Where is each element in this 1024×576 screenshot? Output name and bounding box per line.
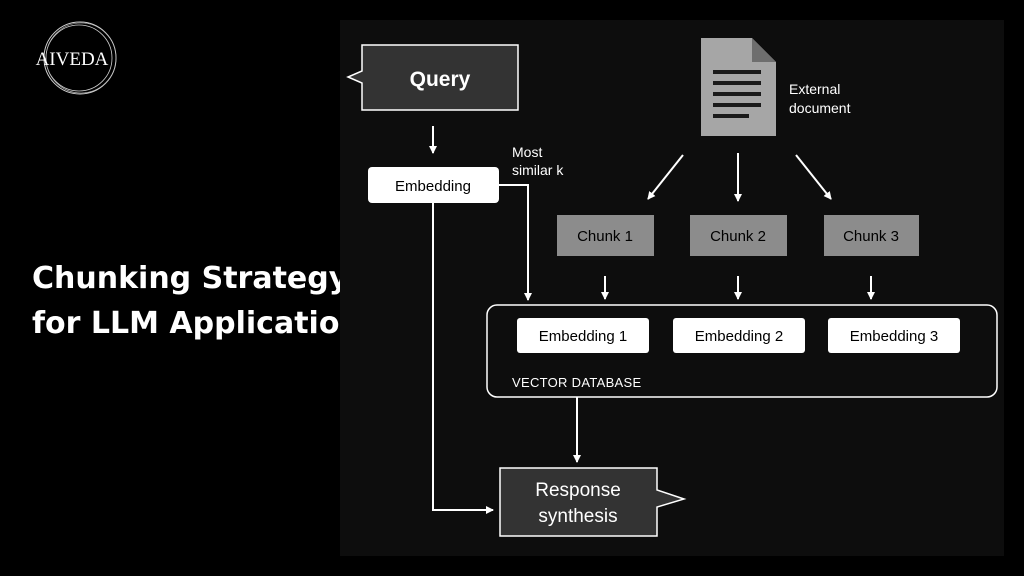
- arrow-doc-to-chunk-3: [795, 154, 832, 200]
- vector-database-label: VECTOR DATABASE: [512, 375, 642, 390]
- external-document-label-line-2: document: [789, 100, 851, 116]
- response-label-line-1: Response: [535, 480, 621, 501]
- chunk-2-box: Chunk 2: [690, 215, 787, 256]
- page-title: Chunking Strategy for LLM Application: [32, 256, 361, 346]
- query-embedding-box: Embedding: [368, 167, 499, 203]
- external-document-label-line-1: External: [789, 81, 840, 97]
- aiveda-logo: AIVEDA: [36, 21, 117, 95]
- chunk-3-box: Chunk 3: [824, 215, 919, 256]
- rag-diagram: Query Embedding Most similar k External …: [340, 20, 1004, 556]
- page-title-line-2: for LLM Application: [32, 306, 361, 341]
- response-label-line-2: synthesis: [538, 506, 617, 527]
- chunk-2-label: Chunk 2: [710, 228, 766, 245]
- chunk-1-box: Chunk 1: [557, 215, 654, 256]
- query-embedding-label: Embedding: [395, 178, 471, 195]
- logo-text: AIVEDA: [36, 49, 109, 70]
- embedding-2-label: Embedding 2: [695, 328, 783, 345]
- most-similar-label-line-1: Most: [512, 144, 542, 160]
- most-similar-label-line-2: similar k: [512, 162, 564, 178]
- chunk-3-label: Chunk 3: [843, 228, 899, 245]
- query-label: Query: [410, 68, 471, 91]
- embedding-1-label: Embedding 1: [539, 328, 627, 345]
- chunk-1-label: Chunk 1: [577, 228, 633, 245]
- vector-database: Embedding 1 Embedding 2 Embedding 3 VECT…: [486, 304, 998, 398]
- arrow-doc-to-chunk-1: [647, 154, 684, 200]
- embedding-3-label: Embedding 3: [850, 328, 938, 345]
- query-box: Query: [346, 44, 519, 111]
- arrow-embedding-to-vector-db: [499, 184, 532, 301]
- page-title-line-1: Chunking Strategy: [32, 261, 349, 296]
- response-synthesis-box: Response synthesis: [499, 467, 687, 537]
- document-icon: [701, 38, 776, 136]
- arrow-embedding-to-response: [432, 203, 494, 514]
